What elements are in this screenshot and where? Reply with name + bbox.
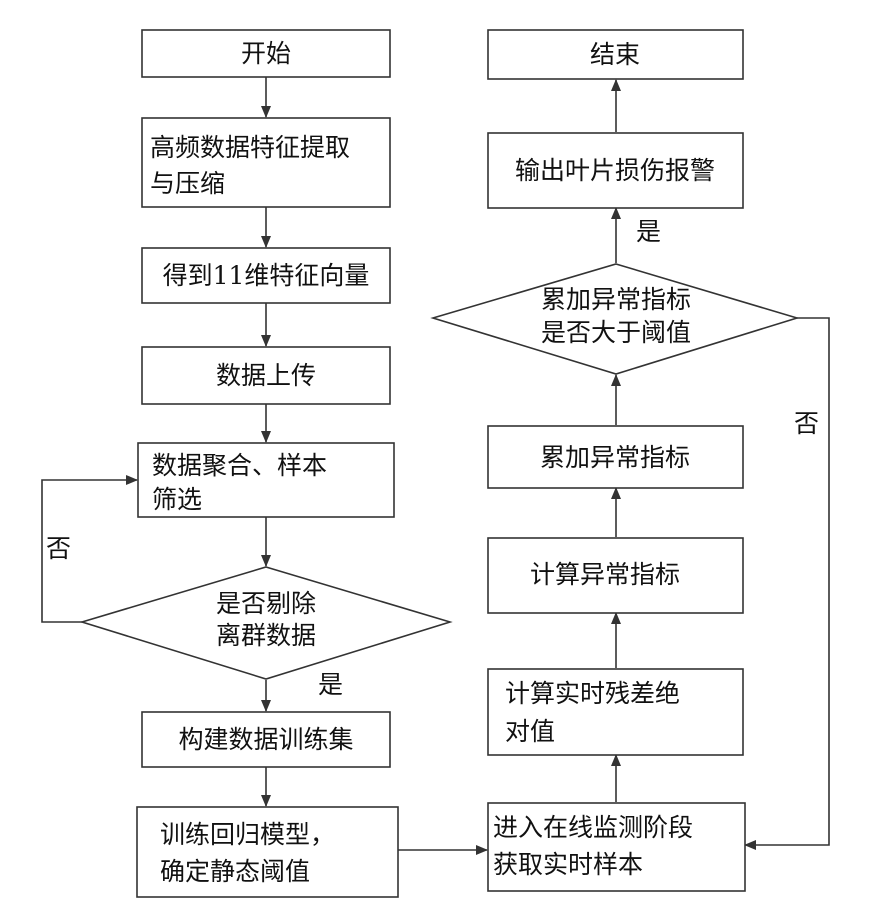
node-alarm: 输出叶片损伤报警 xyxy=(488,133,743,208)
node-accum-index-line-1: 累加异常指标 xyxy=(540,443,690,472)
node-trainset-line-1: 构建数据训练集 xyxy=(178,725,353,754)
node-aggregate-line-1: 数据聚合、样本 xyxy=(152,451,327,480)
node-outlier: 是否剔除 离群数据 xyxy=(82,567,450,679)
node-residual: 计算实时残差绝 对值 xyxy=(488,669,743,755)
node-threshold-line-2: 是否大于阈值 xyxy=(541,318,691,347)
node-accum-index: 累加异常指标 xyxy=(488,426,743,488)
node-train-line-2: 确定静态阈值 xyxy=(160,857,310,886)
node-online: 进入在线监测阶段 获取实时样本 xyxy=(488,803,745,891)
node-threshold: 累加异常指标 是否大于阈值 xyxy=(433,264,797,374)
label-outlier-yes: 是 xyxy=(318,670,343,699)
node-outlier-line-1: 是否剔除 xyxy=(216,589,316,618)
node-calc-index-line-1: 计算异常指标 xyxy=(530,560,680,589)
node-train: 训练回归模型， 确定静态阈值 xyxy=(137,807,398,897)
node-outlier-line-2: 离群数据 xyxy=(216,621,316,650)
node-online-line-1: 进入在线监测阶段 xyxy=(493,813,693,842)
node-online-line-2: 获取实时样本 xyxy=(493,850,643,879)
node-threshold-line-1: 累加异常指标 xyxy=(541,285,691,314)
node-vector: 得到11维特征向量 xyxy=(142,248,390,303)
label-threshold-no: 否 xyxy=(794,409,819,438)
edge-threshold-no-loop xyxy=(745,318,829,845)
node-aggregate: 数据聚合、样本 筛选 xyxy=(138,443,394,517)
label-threshold-yes: 是 xyxy=(636,217,661,246)
node-upload-line-1: 数据上传 xyxy=(216,361,316,390)
node-upload: 数据上传 xyxy=(142,347,390,404)
node-trainset: 构建数据训练集 xyxy=(142,712,390,767)
node-alarm-line-1: 输出叶片损伤报警 xyxy=(515,156,715,185)
node-start: 开始 xyxy=(142,30,390,77)
node-start-line-1: 开始 xyxy=(241,39,291,68)
node-residual-line-2: 对值 xyxy=(505,717,555,746)
node-aggregate-line-2: 筛选 xyxy=(152,485,202,514)
node-vector-line-1: 得到11维特征向量 xyxy=(163,261,370,290)
node-extract-line-1: 高频数据特征提取 xyxy=(150,133,350,162)
node-end-line-1: 结束 xyxy=(590,40,640,69)
node-calc-index: 计算异常指标 xyxy=(488,538,743,613)
node-extract: 高频数据特征提取 与压缩 xyxy=(142,118,390,207)
node-residual-line-1: 计算实时残差绝 xyxy=(505,679,680,708)
node-end: 结束 xyxy=(488,30,743,79)
label-outlier-no: 否 xyxy=(46,534,71,563)
node-train-line-1: 训练回归模型， xyxy=(160,820,335,849)
node-extract-line-2: 与压缩 xyxy=(150,169,225,198)
